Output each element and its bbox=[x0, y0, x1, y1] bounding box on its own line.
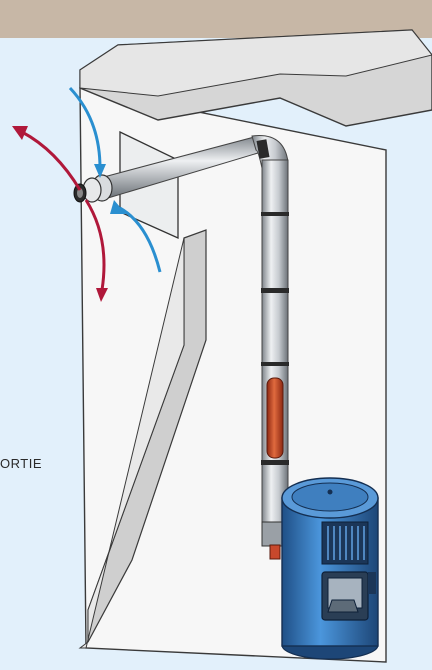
pellet-stove bbox=[281, 477, 379, 660]
exhaust-arrow-icon bbox=[12, 126, 108, 302]
side-label: ORTIE bbox=[0, 456, 42, 471]
wall-niche bbox=[78, 229, 207, 649]
intake-arrow-icon bbox=[68, 86, 162, 273]
hot-flue-zone bbox=[266, 377, 284, 459]
top-band bbox=[0, 0, 432, 38]
ceiling-slab bbox=[79, 29, 432, 127]
